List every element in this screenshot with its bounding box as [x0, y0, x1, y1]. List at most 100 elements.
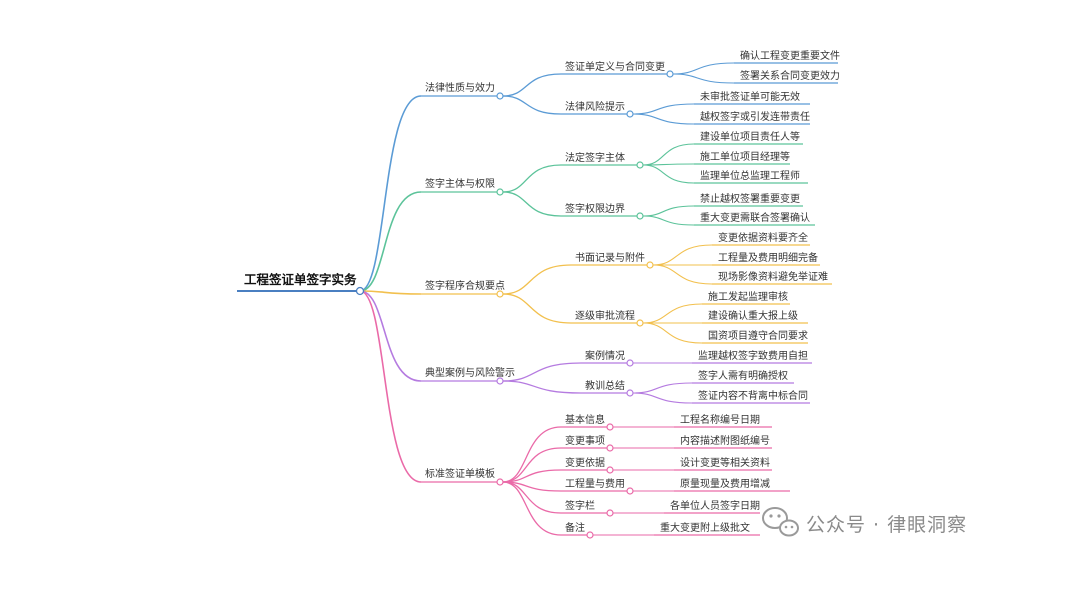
- leaf-label: 工程量及费用明细完备: [718, 251, 818, 264]
- child-label: 工程量与费用: [565, 477, 625, 490]
- leaf-label: 建设确认重大报上级: [708, 309, 798, 322]
- child-edge: [502, 293, 572, 324]
- child-connector-dot: [606, 509, 614, 517]
- watermark: 公众号 · 律眼洞察: [762, 507, 967, 537]
- leaf-label: 变更依据资料要齐全: [718, 231, 808, 244]
- branch-connector-dot: [496, 377, 504, 385]
- leaf-edge: [652, 264, 713, 285]
- child-connector-dot: [636, 319, 644, 327]
- leaf-label: 重大变更需联合签署确认: [700, 211, 810, 224]
- branch-connector-dot: [496, 478, 504, 486]
- child-edge: [502, 191, 562, 217]
- child-edge: [502, 426, 562, 483]
- leaf-label: 内容描述附图纸编号: [680, 434, 770, 447]
- child-label: 备注: [565, 521, 585, 534]
- branch-label: 签字主体与权限: [425, 177, 495, 190]
- child-edge: [502, 95, 562, 115]
- branch-connector-dot: [496, 92, 504, 100]
- branch-label: 标准签证单模板: [425, 467, 495, 480]
- leaf-label: 国资项目遵守合同要求: [708, 329, 808, 342]
- branch-connector-dot: [496, 188, 504, 196]
- child-edge: [502, 362, 582, 382]
- root-label: 工程签证单签字实务: [244, 272, 357, 287]
- child-label: 变更事项: [565, 434, 605, 447]
- leaf-label: 未审批签证单可能无效: [700, 90, 800, 103]
- child-label: 签字栏: [565, 499, 595, 512]
- child-connector-dot: [646, 261, 654, 269]
- leaf-edge: [642, 303, 703, 324]
- branch-node[interactable]: 签字程序合规要点: [425, 279, 505, 292]
- leaf-label: 施工发起监理审核: [708, 290, 788, 303]
- child-connector-dot: [586, 531, 594, 539]
- branch-node[interactable]: 典型案例与风险警示: [425, 366, 515, 379]
- branch-edge: [359, 290, 422, 295]
- child-connector-dot: [606, 423, 614, 431]
- leaf-edge: [632, 392, 693, 404]
- leaf-edge: [642, 215, 695, 226]
- mindmap-nodes: 法律性质与效力签证单定义与合同变更确认工程变更重要文件签署关系合同变更效力法律风…: [425, 49, 840, 539]
- leaf-label: 各单位人员签字日期: [670, 499, 760, 512]
- child-edge: [502, 73, 562, 97]
- branch-node[interactable]: 标准签证单模板: [425, 467, 495, 480]
- leaf-label: 监理越权签字致费用自担: [698, 349, 808, 362]
- child-connector-dot: [626, 389, 634, 397]
- child-connector-dot: [626, 110, 634, 118]
- child-edge: [502, 481, 562, 514]
- child-label: 书面记录与附件: [575, 251, 645, 264]
- child-connector-dot: [606, 444, 614, 452]
- leaf-label: 越权签字或引发连带责任: [700, 110, 810, 123]
- branch-connector-dot: [496, 290, 504, 298]
- branch-edge: [359, 290, 422, 382]
- leaf-edge: [632, 113, 695, 125]
- child-label: 法律风险提示: [565, 100, 625, 113]
- branch-label: 签字程序合规要点: [425, 279, 505, 292]
- child-label: 法定签字主体: [565, 151, 625, 164]
- leaf-label: 重大变更附上级批文: [660, 521, 750, 534]
- leaf-edge: [652, 244, 713, 266]
- leaf-label: 签字人需有明确授权: [698, 369, 788, 382]
- leaf-label: 确认工程变更重要文件: [740, 49, 840, 62]
- root-node[interactable]: 工程签证单签字实务: [237, 272, 365, 296]
- child-label: 案例情况: [585, 349, 625, 362]
- leaf-label: 建设单位项目责任人等: [700, 130, 800, 143]
- child-label: 变更依据: [565, 456, 605, 469]
- child-connector-dot: [626, 487, 634, 495]
- leaf-label: 施工单位项目经理等: [700, 150, 790, 163]
- child-edge: [502, 447, 562, 483]
- leaf-edge: [632, 382, 693, 394]
- branch-label: 法律性质与效力: [425, 81, 495, 94]
- leaf-label: 现场影像资料避免举证难: [718, 270, 828, 283]
- child-edge: [502, 264, 572, 295]
- leaf-edge: [642, 164, 695, 184]
- child-label: 签字权限边界: [565, 202, 625, 215]
- child-connector-dot: [666, 70, 674, 78]
- leaf-edge: [672, 62, 735, 75]
- child-label: 基本信息: [565, 413, 605, 426]
- leaf-label: 监理单位总监理工程师: [700, 169, 800, 182]
- branch-edge: [359, 290, 422, 483]
- mindmap-edges: [359, 62, 838, 536]
- child-connector-dot: [626, 359, 634, 367]
- child-edge: [502, 164, 562, 193]
- leaf-edge: [642, 205, 695, 217]
- wechat-icon: [762, 507, 799, 537]
- leaf-label: 工程名称编号日期: [680, 413, 760, 426]
- branch-label: 典型案例与风险警示: [425, 366, 515, 379]
- child-label: 逐级审批流程: [575, 309, 635, 322]
- branch-node[interactable]: 签字主体与权限: [425, 177, 495, 190]
- branch-edge: [359, 191, 422, 292]
- child-connector-dot: [636, 161, 644, 169]
- watermark-text: 公众号 · 律眼洞察: [806, 514, 967, 536]
- leaf-label: 原量现量及费用增减: [680, 477, 770, 490]
- child-label: 签证单定义与合同变更: [565, 60, 665, 73]
- leaf-label: 禁止越权签署重要变更: [700, 192, 800, 205]
- child-label: 教训总结: [585, 379, 625, 392]
- leaf-edge: [642, 143, 695, 166]
- leaf-edge: [632, 103, 695, 115]
- leaf-label: 签证内容不背离中标合同: [698, 389, 808, 402]
- child-edge: [502, 380, 582, 394]
- leaf-edge: [642, 322, 703, 344]
- branch-node[interactable]: 法律性质与效力: [425, 81, 495, 94]
- leaf-edge: [672, 73, 735, 84]
